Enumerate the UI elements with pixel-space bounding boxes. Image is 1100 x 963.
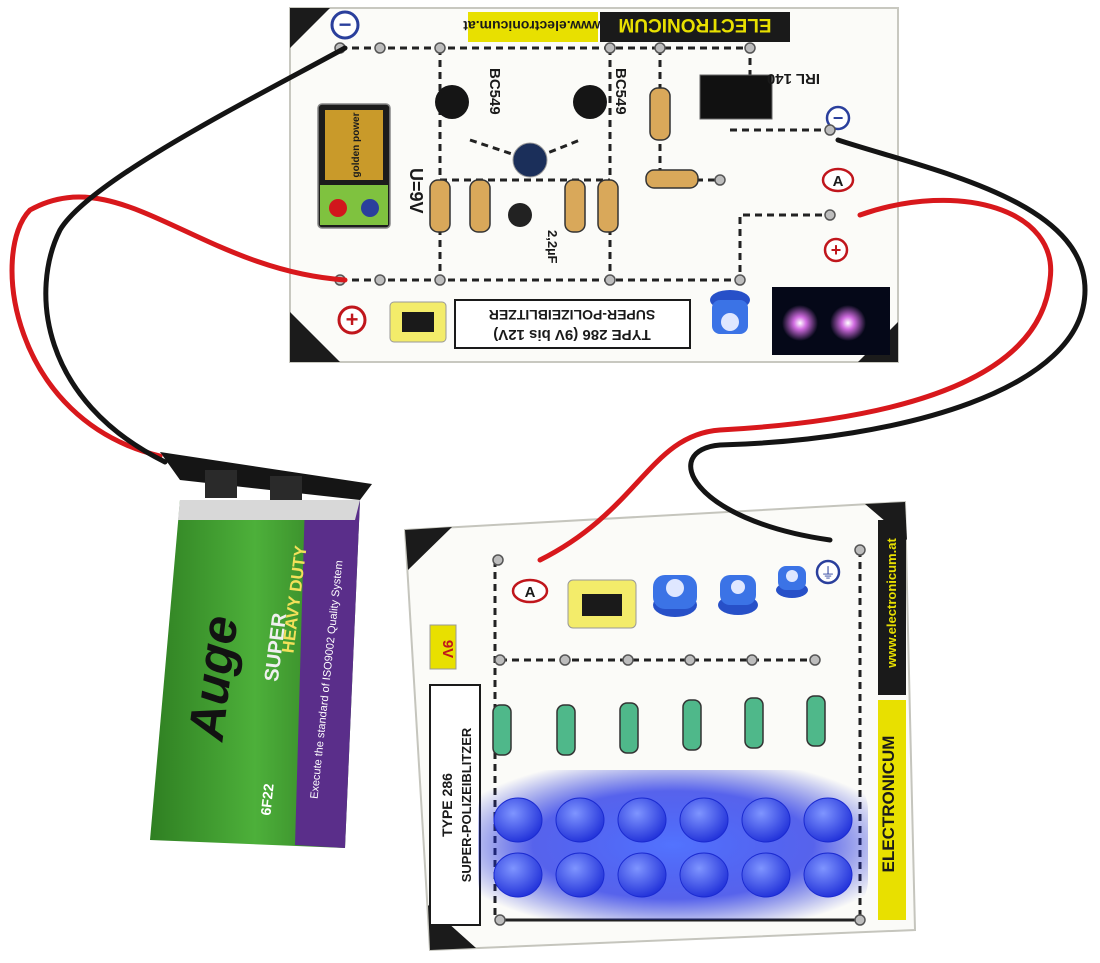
bottom-name-label: SUPER-POLIZEIBLITZER (459, 727, 474, 882)
battery-model: 6F22 (257, 783, 276, 817)
top-resistors (429, 87, 699, 233)
top-terminal-plus: + (831, 240, 842, 260)
bottom-resistors (492, 695, 826, 756)
top-terminal-a: A (833, 173, 844, 190)
blue-led (679, 852, 729, 898)
top-siren-icon (402, 312, 434, 332)
bottom-solder-posts (492, 544, 866, 926)
bottom-board: ELECTRONICUM www.electronicum.at A ⏚ (403, 500, 917, 952)
small-battery-icon: golden power (317, 103, 391, 229)
top-type-label: TYPE 286 (9V bis 12V) (493, 326, 651, 343)
small-capacitor (508, 203, 532, 227)
bottom-brand-label: ELECTRONICUM (879, 736, 898, 873)
blue-led (555, 852, 605, 898)
blue-led (741, 852, 791, 898)
top-board: ELECTRONICUM www.electronicum.at − + gol… (289, 7, 899, 363)
capacitor-label: 2,2µF (545, 230, 560, 264)
electrolytic-capacitor (512, 142, 548, 178)
blue-led (617, 797, 667, 843)
mosfet-label: IRL 140 (767, 70, 820, 87)
top-url-label: www.electronicum.at (463, 18, 604, 34)
transistor-1-label: BC549 (486, 68, 503, 115)
wires (9, 45, 1088, 563)
bottom-url-label: www.electronicum.at (884, 538, 899, 669)
blue-led (803, 797, 853, 843)
top-beacon-icon (710, 290, 750, 334)
top-plus-marker (337, 305, 367, 335)
bottom-ground-icon: ⏚ (820, 565, 835, 582)
blue-led (679, 797, 729, 843)
battery-9v: Auge SUPER HEAVY DUTY Execute the standa… (150, 452, 372, 848)
transistor-2-label: BC549 (612, 68, 629, 115)
blue-led (803, 852, 853, 898)
top-plus-text: + (346, 307, 359, 332)
top-terminal-minus: − (833, 108, 844, 128)
blue-led (493, 852, 543, 898)
blue-led (493, 797, 543, 843)
bottom-type-label: TYPE 286 (439, 773, 455, 837)
bottom-terminal-a: A (525, 584, 536, 601)
blue-led (617, 852, 667, 898)
top-brand-label: ELECTRONICUM (618, 14, 771, 35)
led-array (493, 797, 853, 898)
top-minus-text: − (339, 12, 352, 37)
transistor-1: BC549 (435, 68, 503, 119)
top-solder-posts (334, 42, 836, 286)
top-name-label: SUPER-POLIZEIBLITZER (489, 307, 655, 323)
blue-led (555, 797, 605, 843)
bottom-beacons (653, 566, 808, 617)
mosfet (699, 74, 773, 120)
top-voltage-label: U=9V (406, 168, 426, 214)
transistor-2: BC549 (573, 68, 629, 119)
led-glow (478, 770, 868, 920)
blue-led (741, 797, 791, 843)
bottom-voltage-label: 9V (439, 640, 456, 658)
top-minus-marker (330, 10, 360, 40)
small-battery-brand: golden power (351, 112, 362, 177)
